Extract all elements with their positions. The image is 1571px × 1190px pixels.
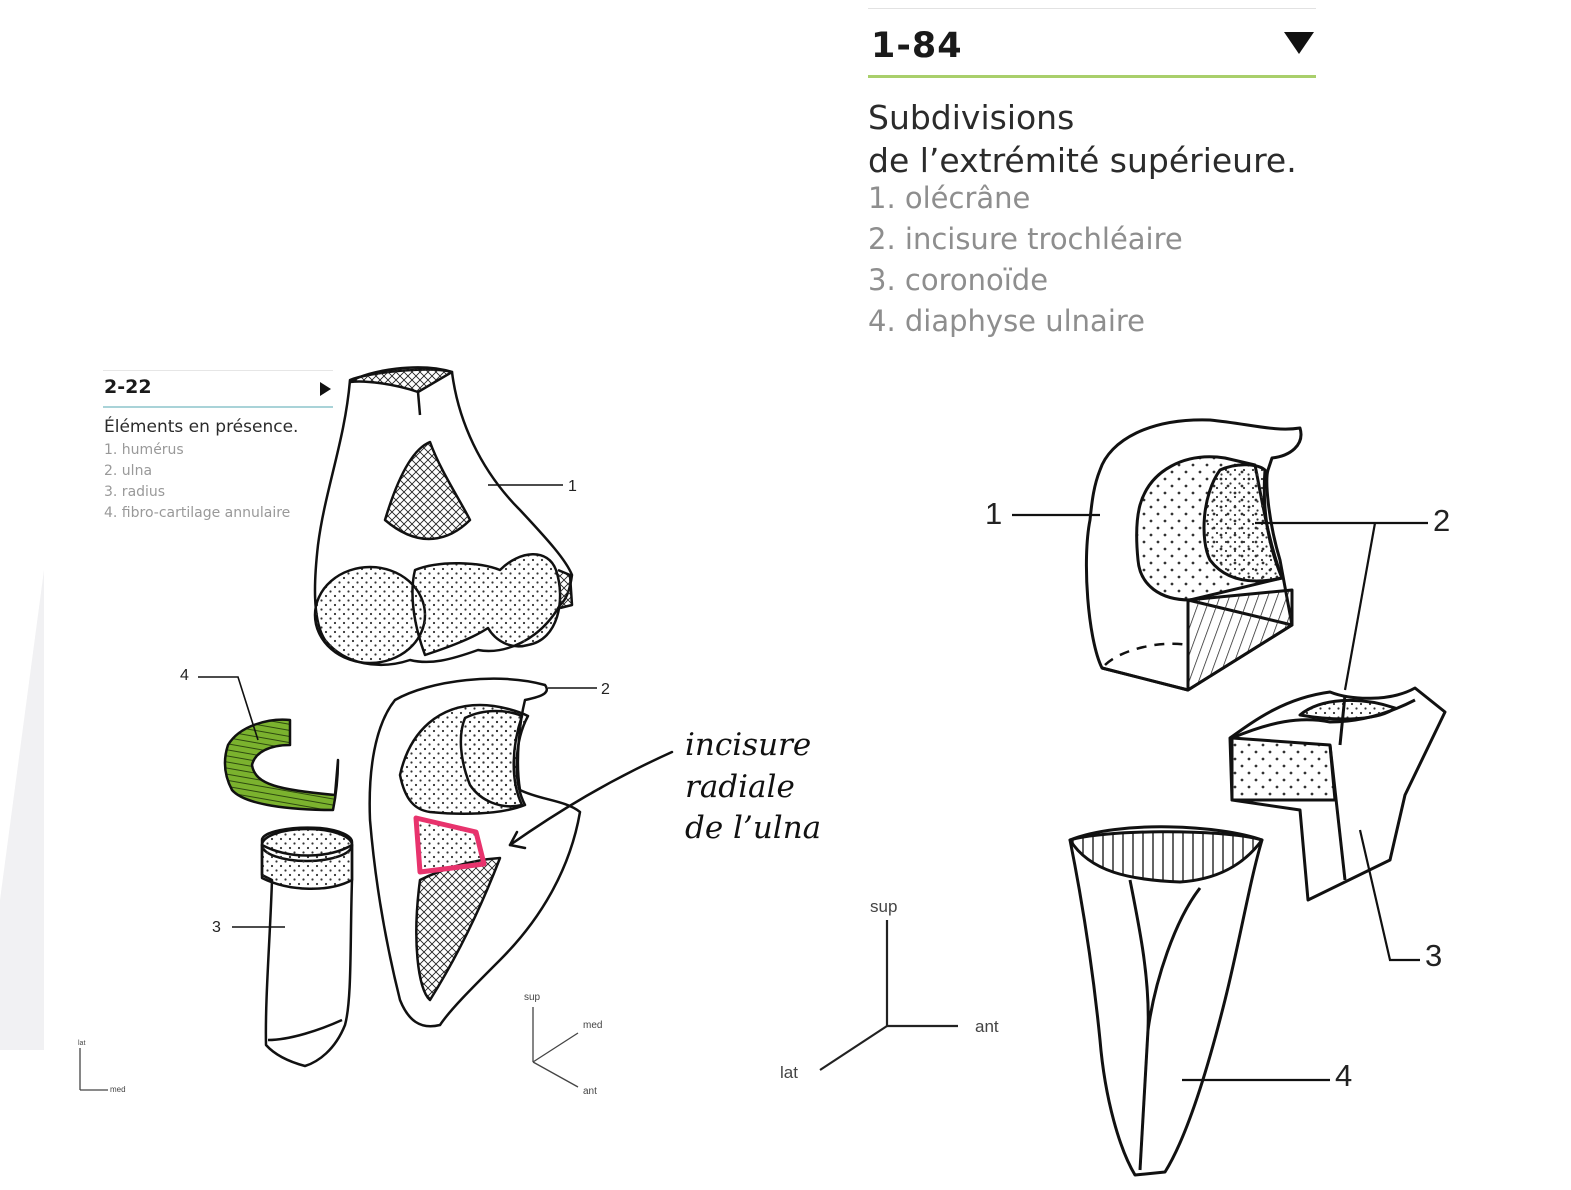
leaders-2-22 [198,484,597,928]
figure-1-84-header: 1-84 [868,8,1316,78]
legend-item: 4. diaphyse ulnaire [868,304,1146,338]
figure-2-22-header: 2-22 [103,370,333,408]
ulnar-diaphysis [1068,825,1264,1177]
header-accent-rule [103,406,333,408]
title-line: Subdivisions [868,98,1075,137]
annular-ligament [223,718,340,812]
axis-lat-label: lat [780,1063,798,1082]
label-4: 4 [1335,1058,1352,1093]
figure-1-84-legend: 1. olécrâne 2. incisure trochléaire 3. c… [868,178,1183,342]
axis-sup-label: sup [524,992,541,1003]
axis-ant-label: ant [975,1017,999,1036]
legend-item: 3. coronoïde [868,263,1049,297]
axis-lat-label: lat [78,1040,85,1047]
annotation-line: incisure [685,727,811,763]
header-top-rule [868,8,1316,9]
leaders-1-84 [1012,513,1428,1082]
ulna-upper-block [1084,418,1303,692]
legend-item: 2. ulna [104,463,153,479]
header-accent-rule [868,75,1316,78]
axis-med-label: med [110,1085,126,1094]
radius-drawing [260,826,354,1068]
label-1: 1 [568,478,577,495]
orientation-axes-2d [79,1048,108,1091]
legend-item: 2. incisure trochléaire [868,222,1183,256]
legend-item: 1. humérus [104,442,184,458]
triangle-right-icon [320,382,331,396]
label-3: 3 [212,919,221,936]
ulna-drawing [368,677,582,1028]
figure-number: 2-22 [104,376,152,398]
axis-ant-label: ant [583,1086,597,1097]
annotation-line: radiale [685,769,795,805]
legend-item: 3. radius [104,484,166,500]
triangle-down-icon [1284,32,1314,54]
axis-med-label: med [583,1020,602,1031]
label-2: 2 [1433,503,1450,538]
figure-1-84-title: Subdivisions de l’extrémité supérieure. [868,96,1297,182]
annotation-line: de l’ulna [685,810,821,846]
figure-2-22-title: Éléments en présence. [104,417,299,437]
label-4: 4 [180,667,189,684]
label-3: 3 [1425,938,1442,973]
legend-item: 4. fibro-cartilage annulaire [104,505,291,521]
label-2: 2 [601,681,610,698]
title-line: de l’extrémité supérieure. [868,141,1297,180]
annotation-arrow [508,750,674,850]
orientation-axes-1-84 [819,920,958,1071]
orientation-axes-2-22 [532,1007,579,1088]
figure-2-22-legend: 1. humérus 2. ulna 3. radius 4. fibro-ca… [104,440,290,524]
left-gray-band [0,570,44,1050]
label-1: 1 [985,496,1002,531]
header-top-rule [103,370,333,371]
axis-sup-label: sup [870,897,897,916]
humerus-drawing [313,366,574,667]
figure-number: 1-84 [871,26,963,66]
legend-item: 1. olécrâne [868,181,1031,215]
coronoid-block [1228,686,1447,902]
